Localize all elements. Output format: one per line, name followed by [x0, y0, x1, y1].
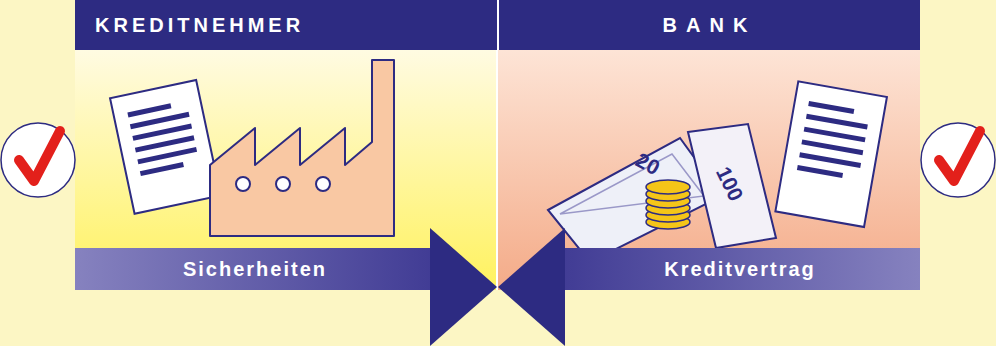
banknote-value: 100	[711, 163, 748, 205]
band-label: Kreditvertrag	[560, 248, 920, 290]
document-icon	[110, 80, 221, 214]
arrow-band: Sicherheiten	[75, 225, 497, 346]
borrower-panel: KREDITNEHMER Sicherheiten	[75, 0, 497, 290]
band-shape	[75, 225, 497, 346]
banknote	[688, 124, 776, 248]
arrow-band: Kreditvertrag	[497, 225, 920, 346]
coin-stack	[646, 180, 690, 229]
band-fill	[558, 248, 920, 290]
arrow-head	[498, 228, 565, 346]
check-circle	[921, 123, 995, 197]
arrow-head	[430, 228, 497, 346]
band-label: Sicherheiten	[75, 248, 435, 290]
document-sheet	[775, 81, 887, 227]
factory-icon	[210, 60, 394, 236]
band-shape	[497, 225, 920, 346]
bank-panel: BANK Kreditvertrag	[497, 0, 920, 290]
document-lines	[128, 102, 199, 173]
check-mark	[19, 131, 60, 181]
document-sheet	[110, 80, 221, 214]
document-lines	[797, 104, 869, 179]
factory-windows	[236, 177, 330, 191]
document-icon	[775, 81, 887, 227]
banknote-value: 20	[632, 148, 664, 180]
band-fill	[75, 248, 437, 290]
check-mark	[939, 131, 980, 181]
panel-header: KREDITNEHMER	[75, 0, 497, 50]
banknote-pattern	[560, 154, 704, 214]
panel-header: BANK	[497, 0, 920, 50]
check-circle	[1, 123, 75, 197]
